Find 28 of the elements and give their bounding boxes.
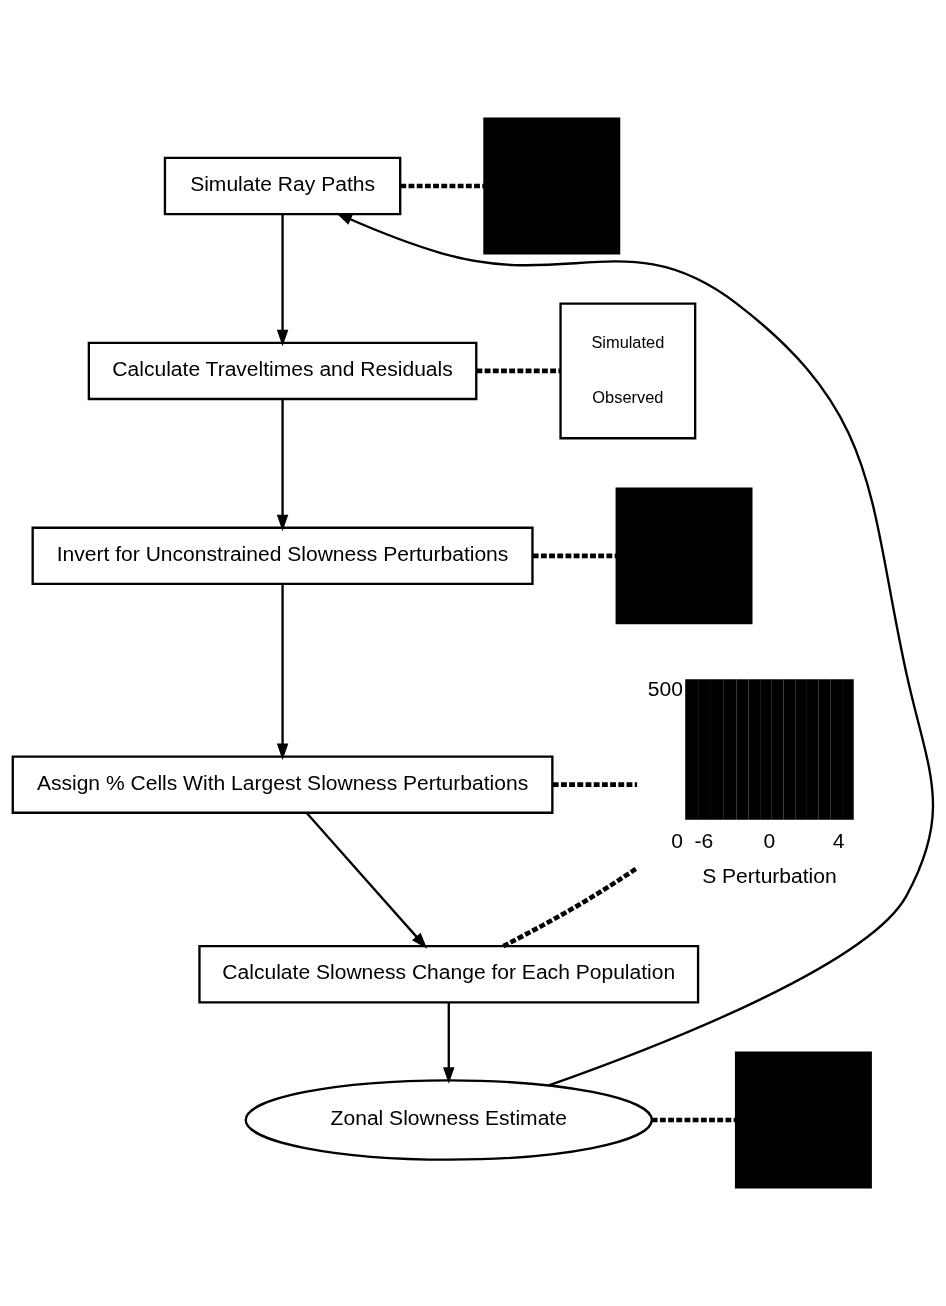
node-label: 0 [763, 829, 776, 853]
node-box: Invert for Unconstrained Slowness Perturbations [31, 526, 534, 586]
node-box [615, 487, 753, 625]
node-box: Assign % Cells With Largest Slowness Perturbations [11, 755, 554, 814]
node-ellipse: Zonal Slowness Estimate [244, 1079, 653, 1161]
arrow [443, 1002, 455, 1084]
connector [400, 183, 485, 189]
node-label: 500 [647, 677, 683, 701]
arrow [335, 212, 934, 1087]
node-box: Calculate Traveltimes and Residuals [87, 341, 478, 401]
node-label: -6 [694, 829, 714, 853]
node-label: 4 [832, 829, 845, 853]
node-box [483, 117, 621, 255]
connector [552, 782, 638, 787]
connector [476, 368, 561, 374]
node-box: Simulate Ray Paths [163, 156, 402, 216]
connector [502, 866, 639, 949]
arrow [276, 584, 289, 760]
node-box [734, 1051, 872, 1189]
node-box: Calculate Slowness Change for Each Population [198, 945, 700, 1004]
arrow [276, 214, 289, 347]
node-label: S Perturbation [702, 864, 837, 888]
arrow [305, 812, 428, 949]
node-label: 0 [671, 829, 683, 853]
node-box: Simulated Observed [559, 302, 697, 440]
connector [651, 1117, 736, 1123]
connector [532, 553, 617, 559]
arrow [276, 399, 289, 532]
